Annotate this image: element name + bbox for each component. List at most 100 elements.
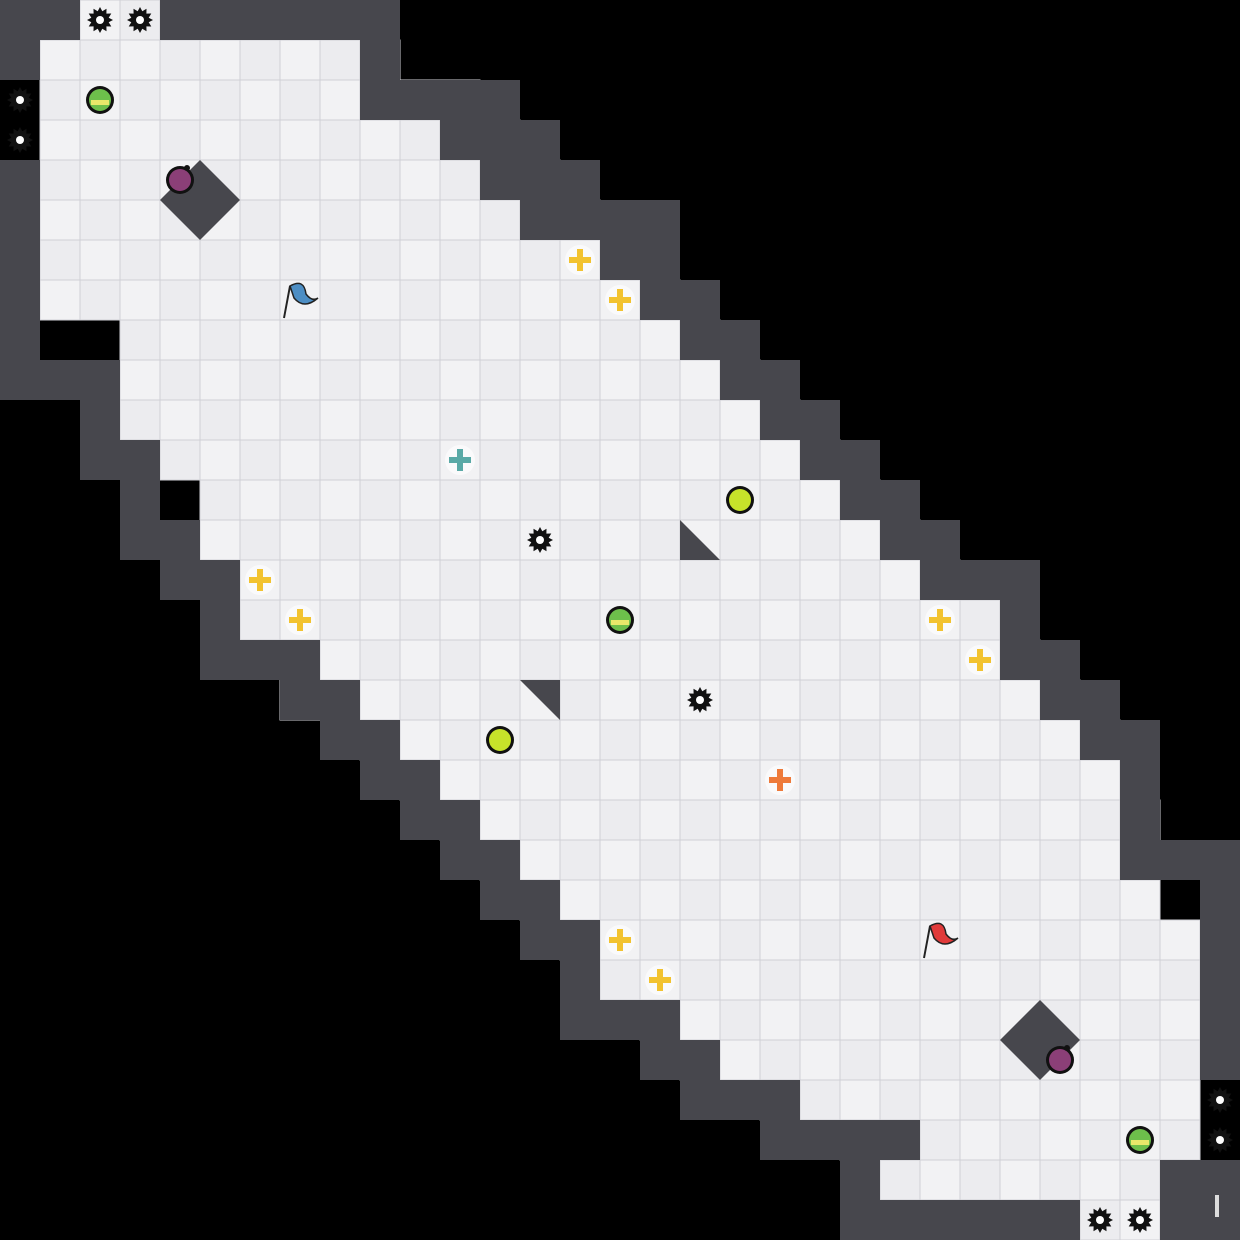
floor-tile bbox=[39, 239, 81, 281]
floor-tile bbox=[919, 879, 961, 921]
boost-icon bbox=[285, 605, 315, 635]
floor-tile bbox=[759, 959, 801, 1001]
floor-tile bbox=[959, 759, 1001, 801]
floor-tile bbox=[759, 999, 801, 1041]
floor-tile bbox=[959, 879, 1001, 921]
blue-flag-icon bbox=[283, 282, 319, 319]
floor-tile bbox=[439, 199, 481, 241]
floor-tile bbox=[359, 159, 401, 201]
floor-tile bbox=[759, 719, 801, 761]
floor-tile bbox=[839, 1079, 881, 1121]
floor-tile bbox=[199, 399, 241, 441]
floor-tile bbox=[799, 519, 841, 561]
floor-tile bbox=[959, 959, 1001, 1001]
floor-tile bbox=[519, 719, 561, 761]
floor-tile bbox=[559, 559, 601, 601]
floor-tile bbox=[1039, 799, 1081, 841]
floor-tile bbox=[199, 279, 241, 321]
spike-icon bbox=[7, 127, 33, 153]
floor-tile bbox=[799, 1079, 841, 1121]
floor-tile bbox=[519, 759, 561, 801]
floor-tile bbox=[759, 879, 801, 921]
floor-tile bbox=[839, 839, 881, 881]
floor-tile bbox=[639, 559, 681, 601]
floor-tile bbox=[519, 359, 561, 401]
floor-tile bbox=[399, 559, 441, 601]
floor-tile bbox=[399, 359, 441, 401]
spike-icon bbox=[1087, 1207, 1113, 1233]
floor-tile bbox=[839, 519, 881, 561]
floor-tile bbox=[919, 839, 961, 881]
floor-tile bbox=[999, 1079, 1041, 1121]
floor-tile bbox=[879, 799, 921, 841]
floor-tile bbox=[439, 559, 481, 601]
floor-tile bbox=[1159, 1039, 1201, 1081]
floor-tile bbox=[319, 119, 361, 161]
floor-tile bbox=[799, 919, 841, 961]
portal-icon bbox=[486, 726, 514, 754]
floor-tile bbox=[39, 159, 81, 201]
floor-tile bbox=[1159, 919, 1201, 961]
floor-tile bbox=[919, 639, 961, 681]
floor-tile bbox=[479, 439, 521, 481]
floor-tile bbox=[759, 639, 801, 681]
floor-tile bbox=[239, 279, 281, 321]
floor-tile bbox=[759, 799, 801, 841]
floor-tile bbox=[759, 519, 801, 561]
boost-icon bbox=[605, 925, 635, 955]
floor-tile bbox=[839, 679, 881, 721]
floor-tile bbox=[119, 319, 161, 361]
floor-tile bbox=[1039, 719, 1081, 761]
floor-tile bbox=[319, 159, 361, 201]
floor-tile bbox=[159, 359, 201, 401]
floor-tile bbox=[799, 559, 841, 601]
floor-tile bbox=[879, 919, 921, 961]
floor-tile bbox=[919, 1119, 961, 1161]
floor-tile bbox=[279, 359, 321, 401]
floor-tile bbox=[879, 599, 921, 641]
floor-tile bbox=[679, 799, 721, 841]
floor-tile bbox=[879, 559, 921, 601]
floor-tile bbox=[679, 719, 721, 761]
floor-tile bbox=[159, 439, 201, 481]
floor-tile bbox=[599, 799, 641, 841]
floor-tile bbox=[359, 359, 401, 401]
floor-tile bbox=[279, 399, 321, 441]
floor-tile bbox=[1039, 839, 1081, 881]
floor-tile bbox=[359, 479, 401, 521]
floor-tile bbox=[199, 359, 241, 401]
floor-tile bbox=[879, 959, 921, 1001]
floor-tile bbox=[399, 279, 441, 321]
floor-tile bbox=[839, 559, 881, 601]
floor-tile bbox=[959, 1119, 1001, 1161]
floor-tile bbox=[439, 679, 481, 721]
floor-tile bbox=[799, 639, 841, 681]
floor-tile bbox=[839, 759, 881, 801]
floor-tile bbox=[679, 959, 721, 1001]
floor-tile bbox=[839, 879, 881, 921]
floor-tile bbox=[439, 519, 481, 561]
floor-tile bbox=[159, 119, 201, 161]
floor-tile bbox=[399, 479, 441, 521]
floor-tile bbox=[399, 679, 441, 721]
floor-tile bbox=[479, 759, 521, 801]
floor-tile bbox=[599, 839, 641, 881]
floor-tile bbox=[239, 319, 281, 361]
floor-tile bbox=[199, 119, 241, 161]
wall-segment bbox=[640, 280, 720, 320]
wall-segment bbox=[1120, 760, 1160, 840]
floor-tile bbox=[479, 479, 521, 521]
floor-tile bbox=[959, 599, 1001, 641]
floor-tile bbox=[1119, 919, 1161, 961]
floor-tile bbox=[439, 359, 481, 401]
floor-tile bbox=[599, 399, 641, 441]
floor-tile bbox=[279, 479, 321, 521]
floor-tile bbox=[799, 479, 841, 521]
floor-tile bbox=[519, 799, 561, 841]
floor-tile bbox=[199, 319, 241, 361]
floor-tile bbox=[679, 479, 721, 521]
floor-tile bbox=[599, 479, 641, 521]
floor-tile bbox=[639, 639, 681, 681]
wall-segment bbox=[520, 920, 600, 960]
